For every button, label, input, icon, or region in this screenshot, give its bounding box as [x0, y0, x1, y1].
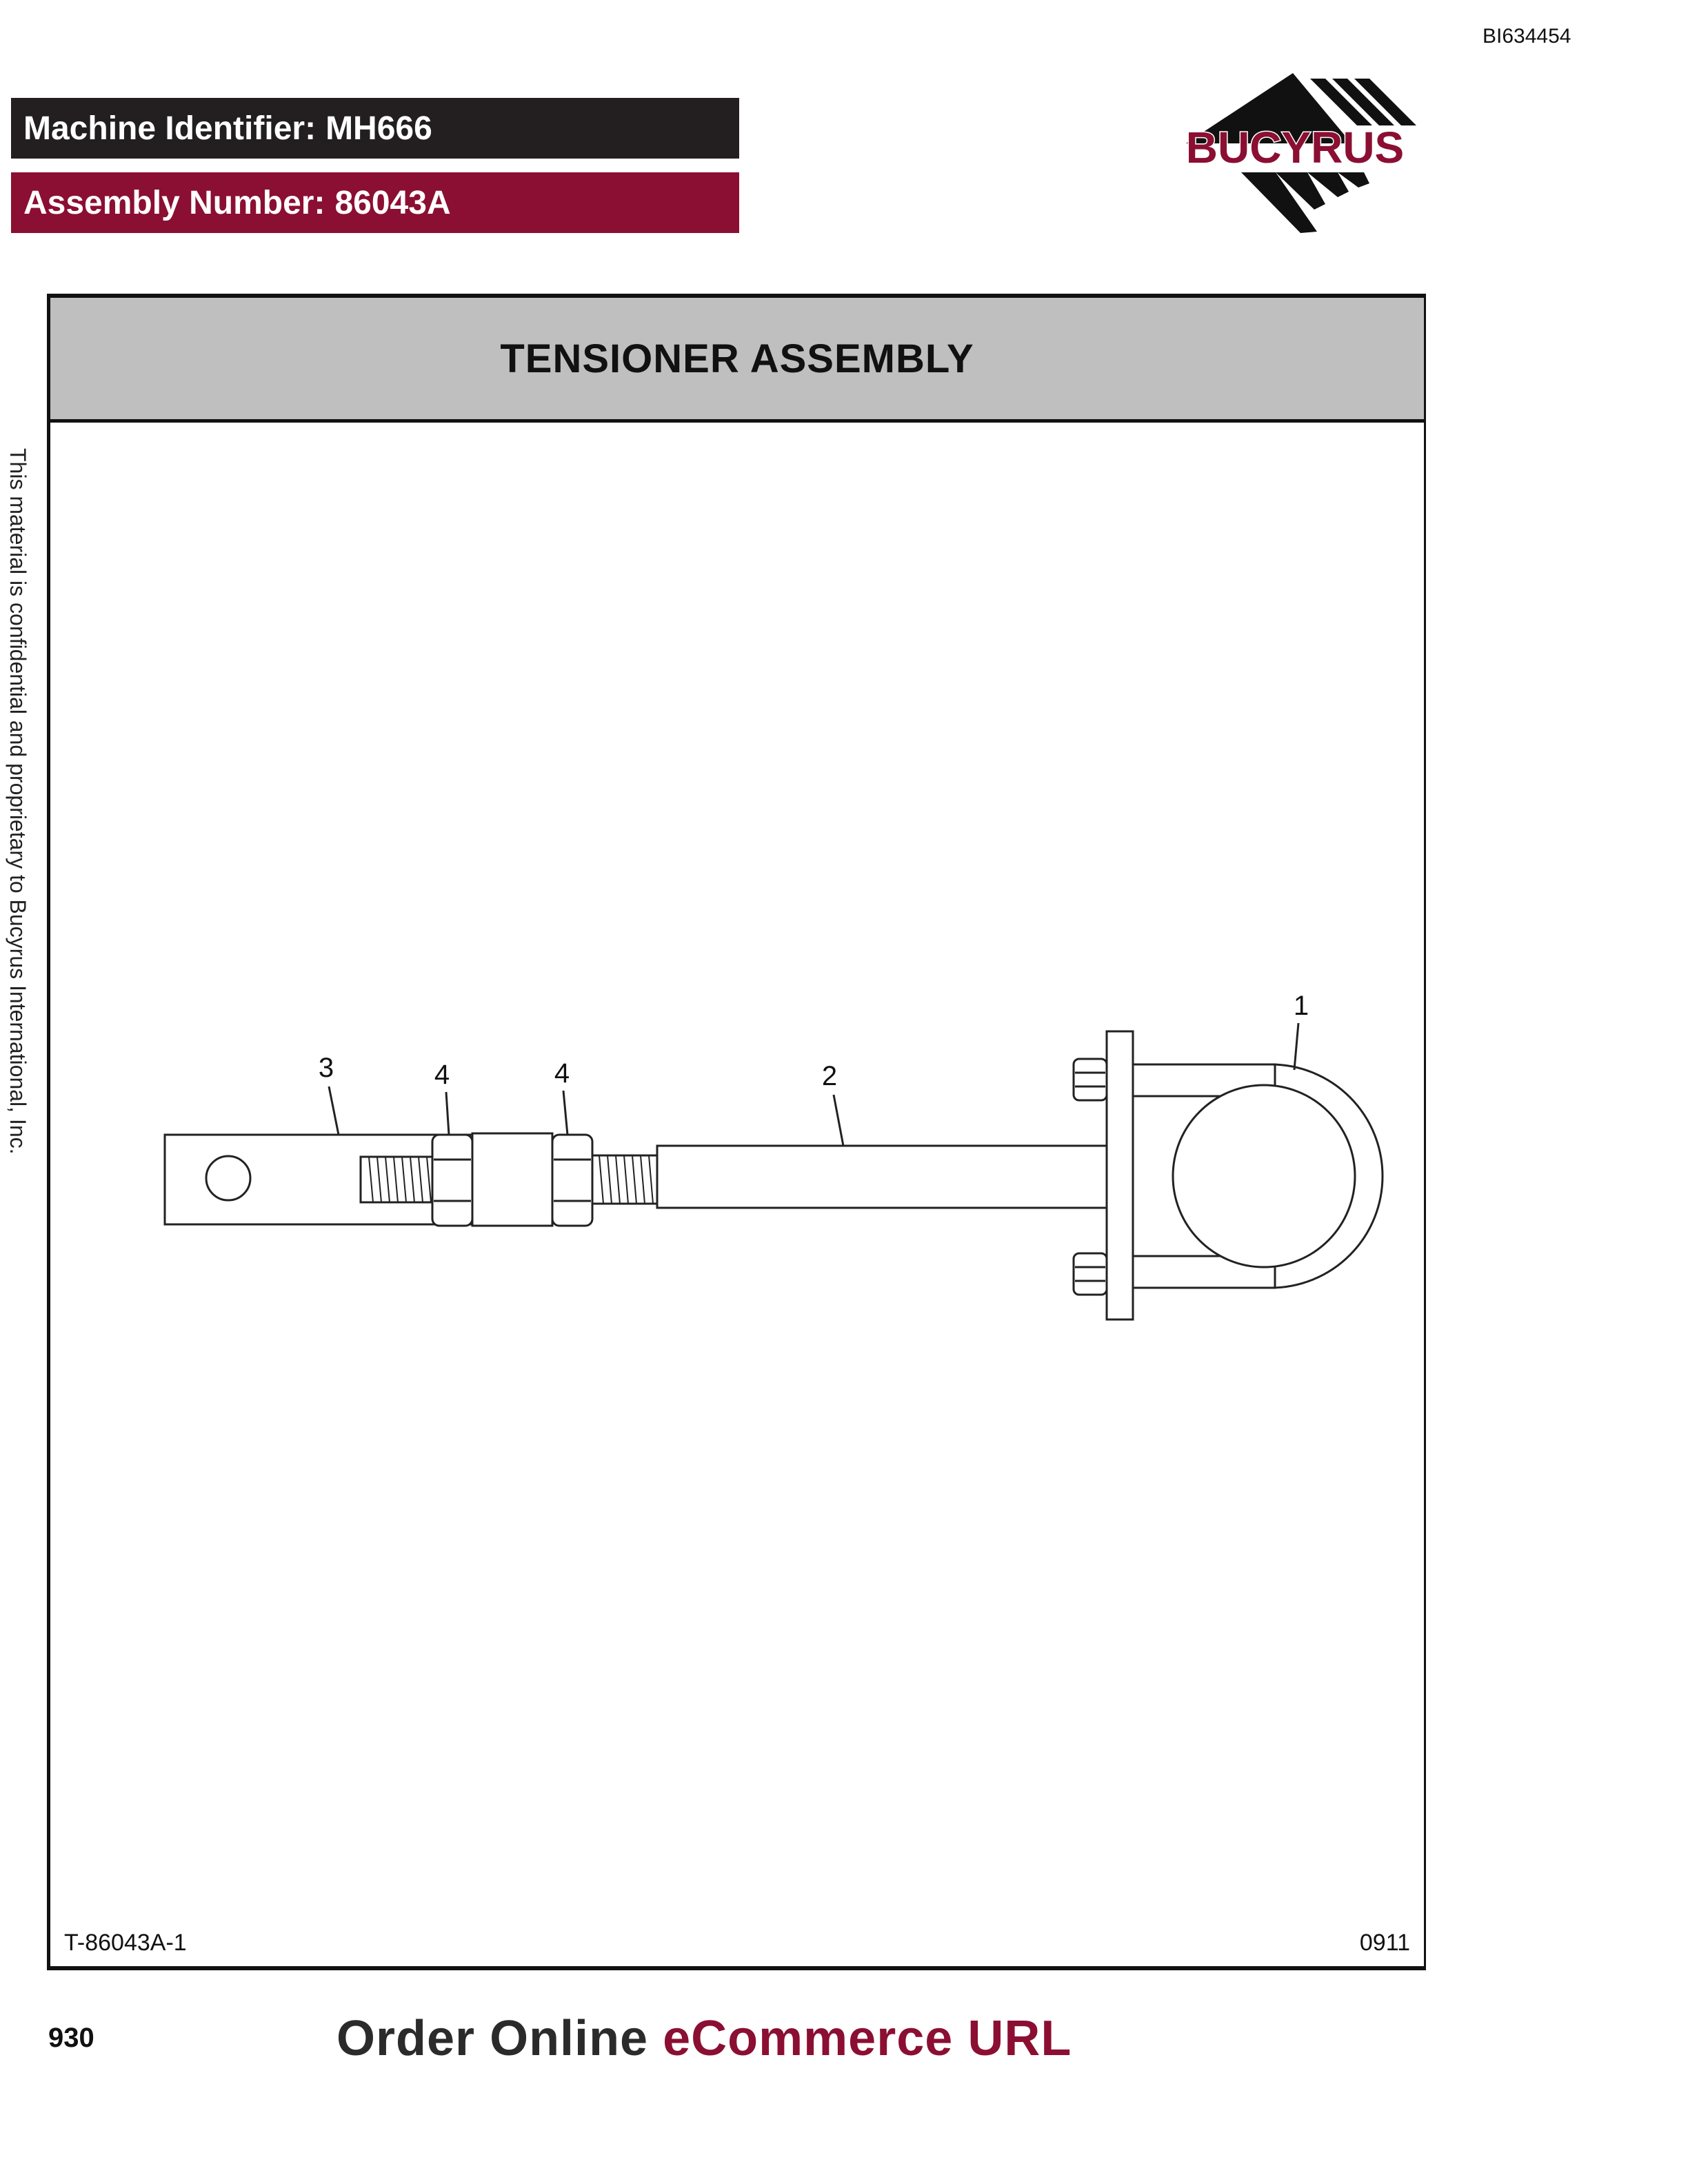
hex-nut-left	[431, 1133, 474, 1227]
tensioner-drawing: 1 2 3 4 4	[163, 991, 1384, 1321]
assembly-number-value: 86043A	[334, 184, 451, 221]
ecommerce-url-text: eCommerce URL	[663, 2011, 1072, 2066]
pipe-section	[1172, 1084, 1356, 1268]
logo-text: BUCYRUS	[1186, 123, 1404, 172]
figure-code: T-86043A-1	[64, 1930, 187, 1956]
machine-identifier-value: MH666	[325, 110, 432, 147]
callout-2: 2	[822, 1061, 837, 1091]
page-number: 930	[48, 2023, 94, 2053]
u-bolt-bend	[1270, 1063, 1384, 1289]
callout-4b: 4	[554, 1058, 570, 1089]
assembly-number-label: Assembly Number:	[23, 184, 325, 221]
figure-date: 0911	[1359, 1930, 1410, 1956]
confidential-note: This material is confidential and propri…	[6, 448, 30, 1155]
machine-identifier-label: Machine Identifier:	[23, 110, 316, 147]
order-online-link[interactable]: Order Online eCommerce URL	[336, 2010, 1072, 2067]
page-title: TENSIONER ASSEMBLY	[500, 336, 974, 381]
top-bolt-nut	[1072, 1058, 1108, 1102]
order-online-text: Order Online	[336, 2011, 649, 2066]
hex-nut-right	[551, 1133, 594, 1227]
clevis-hole	[205, 1155, 252, 1202]
machine-identifier-bar: Machine Identifier: MH666	[11, 98, 739, 159]
tension-rod	[656, 1144, 1115, 1209]
drawing-frame: TENSIONER ASSEMBLY	[47, 294, 1426, 1970]
document-id: BI634454	[1483, 25, 1571, 48]
callout-4a: 4	[434, 1060, 450, 1090]
bottom-bolt-nut	[1072, 1252, 1108, 1296]
title-header: TENSIONER ASSEMBLY	[50, 298, 1424, 423]
callout-3: 3	[319, 1053, 334, 1083]
callout-1: 1	[1294, 991, 1309, 1021]
tensioner-block	[471, 1132, 554, 1227]
mounting-plate	[1105, 1030, 1134, 1321]
bucyrus-logo: BUCYRUS	[1185, 73, 1416, 233]
assembly-number-bar: Assembly Number: 86043A	[11, 172, 739, 233]
